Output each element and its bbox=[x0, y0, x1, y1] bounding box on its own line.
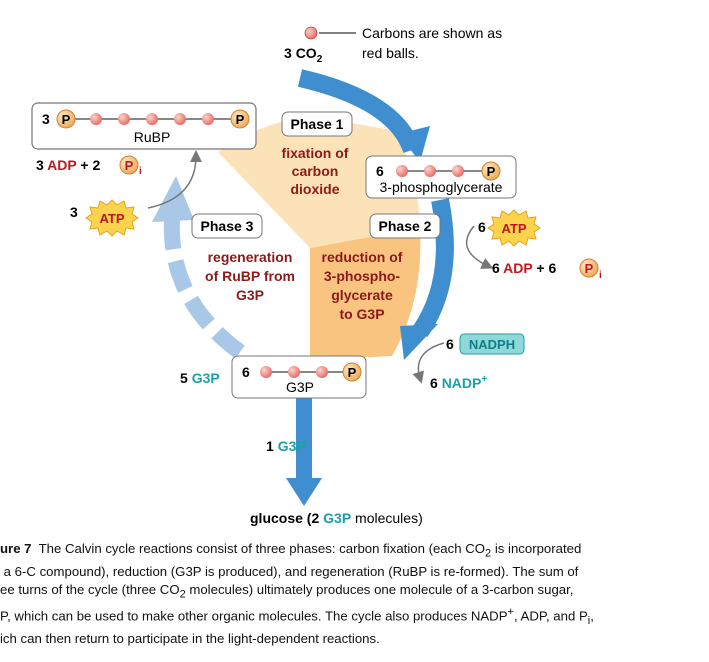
phase1-text: fixation of bbox=[282, 145, 349, 161]
svg-text:P: P bbox=[125, 158, 134, 173]
g3p-name: G3P bbox=[286, 379, 314, 395]
svg-text:P: P bbox=[487, 164, 496, 179]
atp-adp-curve-arrow bbox=[147, 150, 202, 209]
phosphate-icon bbox=[56, 109, 76, 129]
phase3-text: of RuBP from bbox=[205, 268, 295, 284]
carbon-ball-icon bbox=[146, 113, 158, 125]
left-adp-label: 3 ADP + 2 bbox=[36, 157, 100, 173]
left-atp-count: 3 bbox=[70, 204, 78, 220]
regen-arrow bbox=[163, 217, 245, 359]
nadph-curve-arrow bbox=[412, 342, 445, 384]
legend-text-1: Carbons are shown as bbox=[362, 25, 502, 41]
pi-subscript: i bbox=[139, 166, 142, 177]
pi-subscript: i bbox=[599, 270, 602, 281]
pga-count: 6 bbox=[376, 163, 384, 179]
pga-name: 3-phosphoglycerate bbox=[380, 179, 503, 195]
atp-starburst-icon bbox=[487, 209, 541, 247]
atp-starburst-icon bbox=[85, 199, 139, 237]
phase3-title: Phase 3 bbox=[201, 218, 254, 234]
co2-entry-arrowhead bbox=[398, 126, 430, 162]
nadph-badge bbox=[459, 333, 525, 355]
phase1-text: carbon bbox=[292, 163, 339, 179]
figure-caption: ure 7 The Calvin cycle reactions consist… bbox=[0, 541, 594, 647]
rubp-name: RuBP bbox=[134, 129, 171, 145]
g3p-output-shaft bbox=[296, 398, 312, 482]
phase2-sector bbox=[310, 228, 421, 360]
svg-text:P: P bbox=[236, 112, 245, 127]
g3p-count: 6 bbox=[242, 364, 250, 380]
phosphate-icon bbox=[342, 362, 362, 382]
phase1-sector bbox=[218, 116, 420, 248]
nadp-label: 6 NADP+ bbox=[430, 374, 487, 391]
calvin-cycle-diagram: Carbons are shown as red balls. 3 CO2 3 … bbox=[31, 25, 602, 526]
right-adp-label: 6 ADP + 6 bbox=[492, 260, 556, 276]
atp-adp-curve-arrow bbox=[465, 225, 494, 269]
carbon-ball-icon bbox=[452, 165, 464, 177]
glucose-label: glucose (2 G3P molecules) bbox=[250, 510, 423, 526]
g3p-output-arrowhead bbox=[286, 478, 322, 506]
phosphate-icon bbox=[579, 258, 599, 278]
nadph-label: NADPH bbox=[469, 337, 515, 352]
carbon-ball-icon bbox=[90, 113, 102, 125]
one-g3p-label: 1 G3P bbox=[266, 438, 306, 454]
phosphate-icon bbox=[119, 155, 139, 175]
cycle-arrowhead-g3p bbox=[400, 324, 438, 360]
phase1-title: Phase 1 bbox=[291, 116, 344, 132]
carbon-ball-icon bbox=[118, 113, 130, 125]
carbon-ball-icon bbox=[174, 113, 186, 125]
svg-text:P: P bbox=[62, 112, 71, 127]
carbon-ball-icon bbox=[288, 366, 300, 378]
carbon-ball-icon bbox=[424, 165, 436, 177]
phase3-text: regeneration bbox=[208, 249, 293, 265]
left-atp-label: ATP bbox=[99, 211, 124, 226]
phase2-title-box bbox=[369, 213, 441, 239]
carbon-ball-icon bbox=[202, 113, 214, 125]
rubp-count: 3 bbox=[42, 111, 50, 127]
rubp-box bbox=[31, 102, 257, 150]
svg-text:P: P bbox=[585, 261, 594, 276]
five-g3p-label: 5 G3P bbox=[180, 370, 220, 386]
carbon-ball-icon bbox=[316, 366, 328, 378]
right-atp-count: 6 bbox=[478, 219, 486, 235]
svg-text:P: P bbox=[348, 365, 357, 380]
phase3-title-box bbox=[191, 213, 263, 239]
nadph-count: 6 bbox=[446, 336, 454, 352]
carbon-ball-icon bbox=[396, 165, 408, 177]
phase2-text: 3-phospho- bbox=[324, 268, 401, 284]
phase2-text: glycerate bbox=[331, 287, 393, 303]
phase2-text: reduction of bbox=[322, 249, 403, 265]
legend-carbon-ball-icon bbox=[304, 26, 318, 40]
cycle-arrow-right bbox=[412, 198, 454, 338]
phase2-title: Phase 2 bbox=[379, 218, 432, 234]
legend-text-2: red balls. bbox=[362, 45, 419, 61]
phase2-text: to G3P bbox=[339, 306, 384, 322]
right-atp-label: ATP bbox=[501, 221, 526, 236]
phosphate-icon bbox=[230, 109, 250, 129]
phase3-text: G3P bbox=[236, 287, 264, 303]
co2-label: 3 CO2 bbox=[284, 45, 323, 65]
carbon-ball-icon bbox=[260, 366, 272, 378]
phase1-text: dioxide bbox=[290, 181, 339, 197]
phase1-title-box bbox=[281, 111, 353, 137]
phosphate-icon bbox=[481, 161, 501, 181]
